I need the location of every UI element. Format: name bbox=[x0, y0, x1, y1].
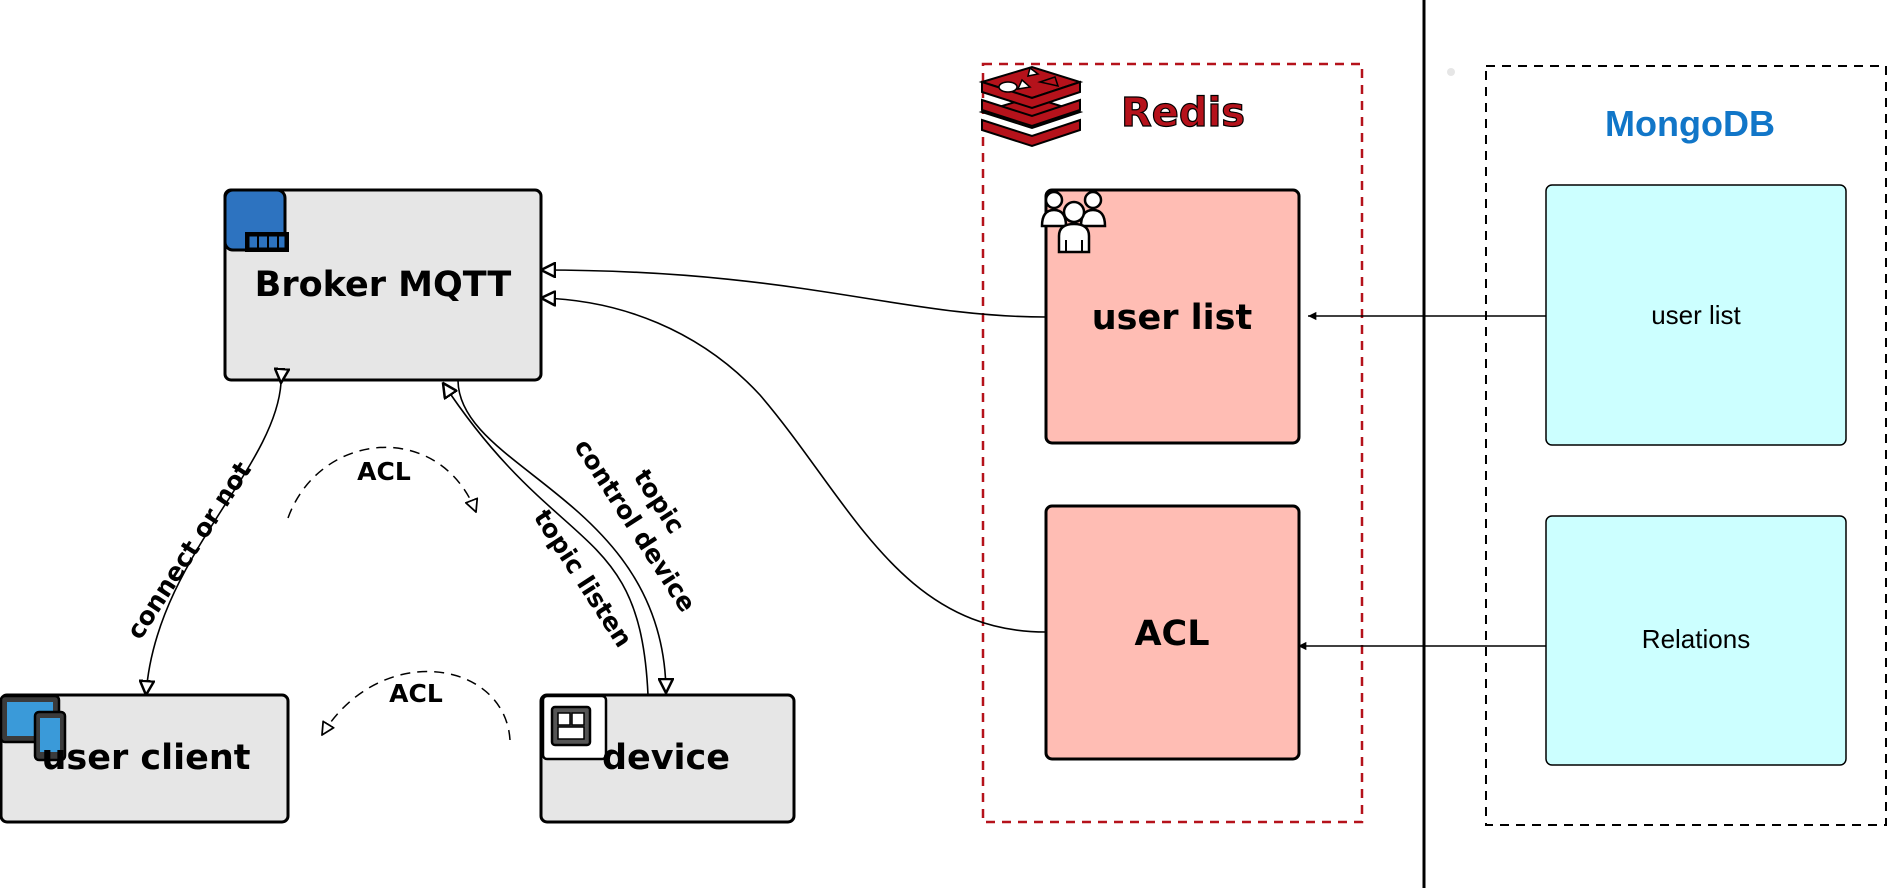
mongodb-title: MongoDB bbox=[1605, 103, 1775, 144]
acl-dashed-arc-top bbox=[287, 446, 476, 519]
mongo-user-list-node: user list bbox=[1545, 184, 1847, 446]
redis-acl-node: ACL bbox=[1044, 504, 1301, 761]
chip-device-icon bbox=[541, 694, 608, 761]
broker-server-icon bbox=[223, 188, 289, 252]
label-acl-bottom: ACL bbox=[389, 679, 443, 708]
broker-mqtt-label: Broker MQTT bbox=[255, 265, 512, 305]
redis-user-list-label: user list bbox=[1092, 298, 1253, 338]
label-acl-top: ACL bbox=[357, 457, 411, 486]
device-label: device bbox=[602, 738, 730, 778]
users-group-icon bbox=[1040, 190, 1107, 254]
edge-acl-to-broker bbox=[541, 298, 1047, 633]
edge-connect-or-not bbox=[146, 383, 281, 695]
label-connect-or-not: connect or not bbox=[121, 456, 257, 644]
edge-topic-listen bbox=[443, 383, 649, 696]
redis-user-list-node: user list bbox=[1040, 188, 1301, 445]
mongo-relations-node: Relations bbox=[1545, 515, 1847, 766]
broker-mqtt-node: Broker MQTT bbox=[223, 188, 543, 382]
device-node: device bbox=[539, 693, 796, 824]
acl-dashed-arc-bottom bbox=[322, 670, 511, 741]
redis-acl-label: ACL bbox=[1134, 614, 1209, 654]
redis-title: Redis bbox=[1121, 90, 1245, 136]
small-dot bbox=[1447, 68, 1455, 76]
tablet-devices-icon bbox=[0, 694, 67, 762]
mongo-user-list-label: user list bbox=[1651, 300, 1741, 330]
mongo-relations-label: Relations bbox=[1642, 624, 1750, 654]
mongodb-container: MongoDB bbox=[1485, 65, 1887, 826]
redis-logo-icon bbox=[978, 65, 1084, 148]
redis-container: Redis bbox=[978, 62, 1364, 824]
user-client-label: user client bbox=[41, 738, 250, 778]
edge-topic-control-device bbox=[457, 379, 666, 693]
user-client-node: user client bbox=[0, 693, 290, 824]
edge-userlist-to-broker bbox=[541, 270, 1047, 318]
